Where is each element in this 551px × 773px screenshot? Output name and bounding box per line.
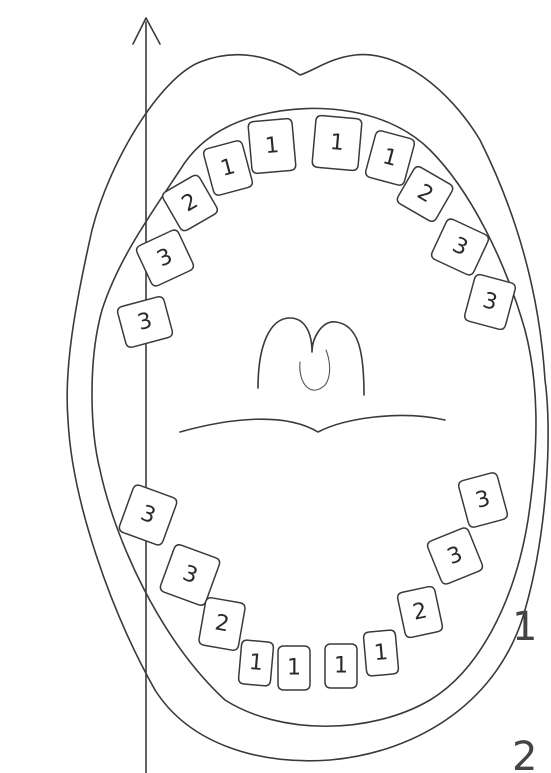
tooth-label: 1	[287, 656, 301, 681]
tooth: 3	[464, 273, 517, 330]
inner-mouth-outline	[92, 108, 536, 726]
tooth: 3	[457, 472, 508, 529]
tooth: 1	[325, 644, 357, 688]
tongue-line	[180, 416, 445, 432]
tooth-label: 1	[373, 640, 389, 666]
tooth-label: 1	[334, 654, 348, 679]
tooth-label: 1	[264, 133, 280, 159]
tooth: 3	[135, 228, 195, 287]
tooth: 2	[198, 597, 246, 651]
tooth-label: 1	[248, 650, 264, 676]
tooth: 3	[430, 217, 490, 276]
tooth: 3	[426, 526, 484, 585]
tooth: 3	[116, 296, 173, 349]
margin-mark-1: 1	[512, 604, 537, 650]
tooth: 1	[363, 630, 399, 677]
uvula	[258, 318, 364, 395]
tooth: 1	[312, 115, 362, 171]
tooth: 1	[238, 640, 274, 687]
uvula-inner	[300, 350, 330, 390]
margin-mark-2: 2	[512, 734, 537, 773]
tooth: 2	[397, 586, 444, 639]
tooth: 3	[118, 484, 178, 547]
tooth: 1	[364, 130, 415, 187]
tooth: 1	[248, 118, 296, 174]
tooth: 1	[278, 646, 310, 690]
tooth: 1	[202, 140, 253, 197]
vertical-arrow	[133, 18, 160, 773]
tooth-label: 1	[329, 130, 345, 156]
